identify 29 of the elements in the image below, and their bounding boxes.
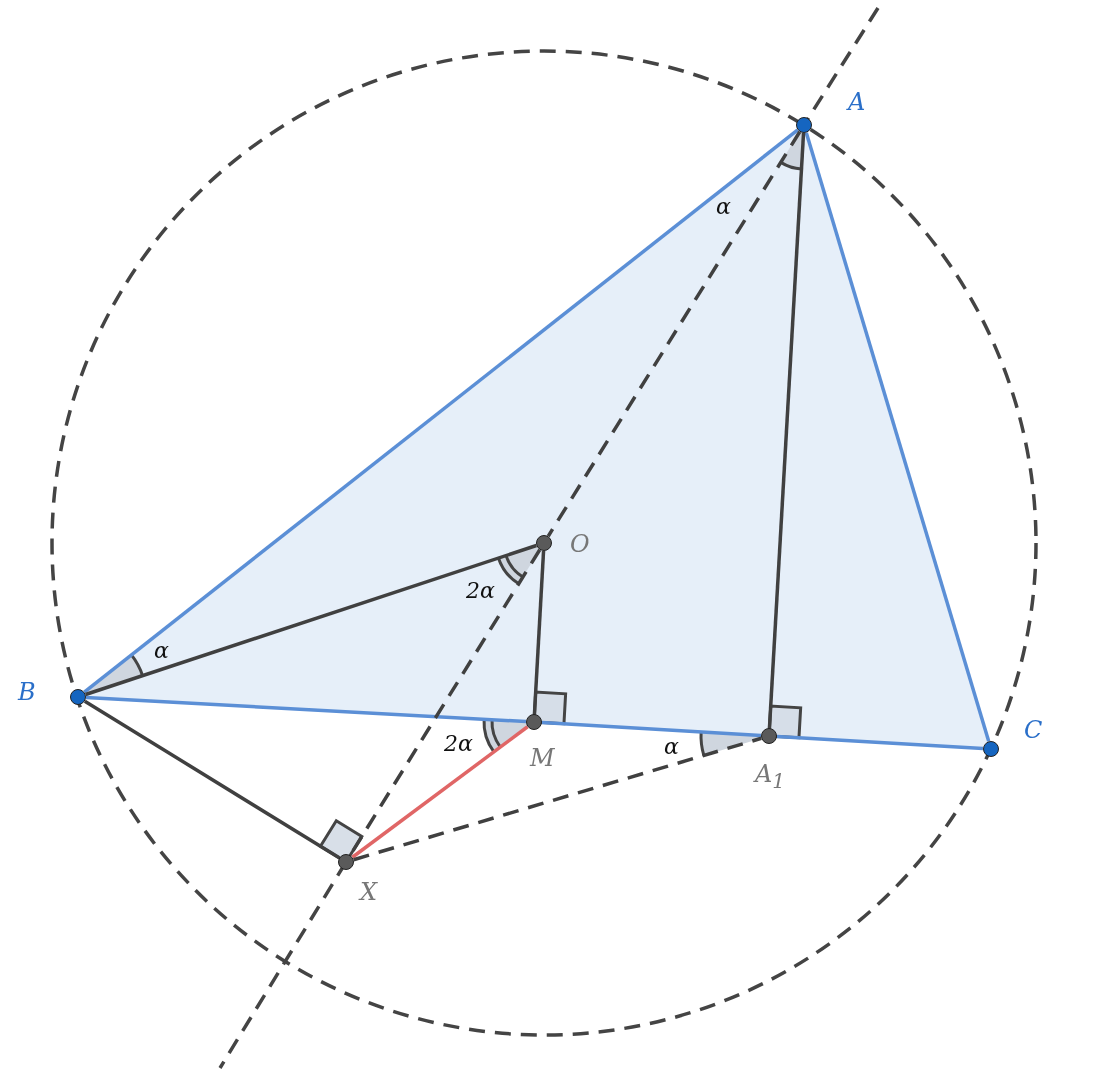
point-label: B (18, 680, 36, 704)
point-marker (796, 117, 812, 133)
angle-label: α (716, 196, 731, 218)
line-segment (804, 132, 991, 742)
line-segment (776, 734, 984, 751)
point-marker (70, 689, 86, 705)
point-marker (338, 854, 354, 870)
dashed-line (546, 130, 802, 538)
point-label: C (1024, 718, 1043, 742)
line-segment (767, 132, 806, 729)
angle-label: 2α (444, 733, 473, 755)
angle-label: 2α (466, 580, 495, 602)
angle-label: α (154, 640, 169, 662)
line-segment (83, 128, 799, 694)
line-segment (85, 543, 537, 697)
point-marker (761, 728, 777, 744)
line-segment (85, 695, 527, 724)
line-segment (83, 699, 341, 860)
point-marker (983, 741, 999, 757)
line-segment (351, 725, 529, 859)
point-label: X (360, 880, 378, 904)
angle-label: α (664, 736, 679, 758)
line-segment (541, 720, 762, 738)
point-label: M (530, 746, 555, 770)
point-label: O (570, 532, 590, 556)
line-segment (532, 550, 546, 715)
point-label: A (848, 90, 866, 114)
point-label: A$_{1}$ (755, 762, 786, 791)
dashed-line (353, 736, 762, 862)
